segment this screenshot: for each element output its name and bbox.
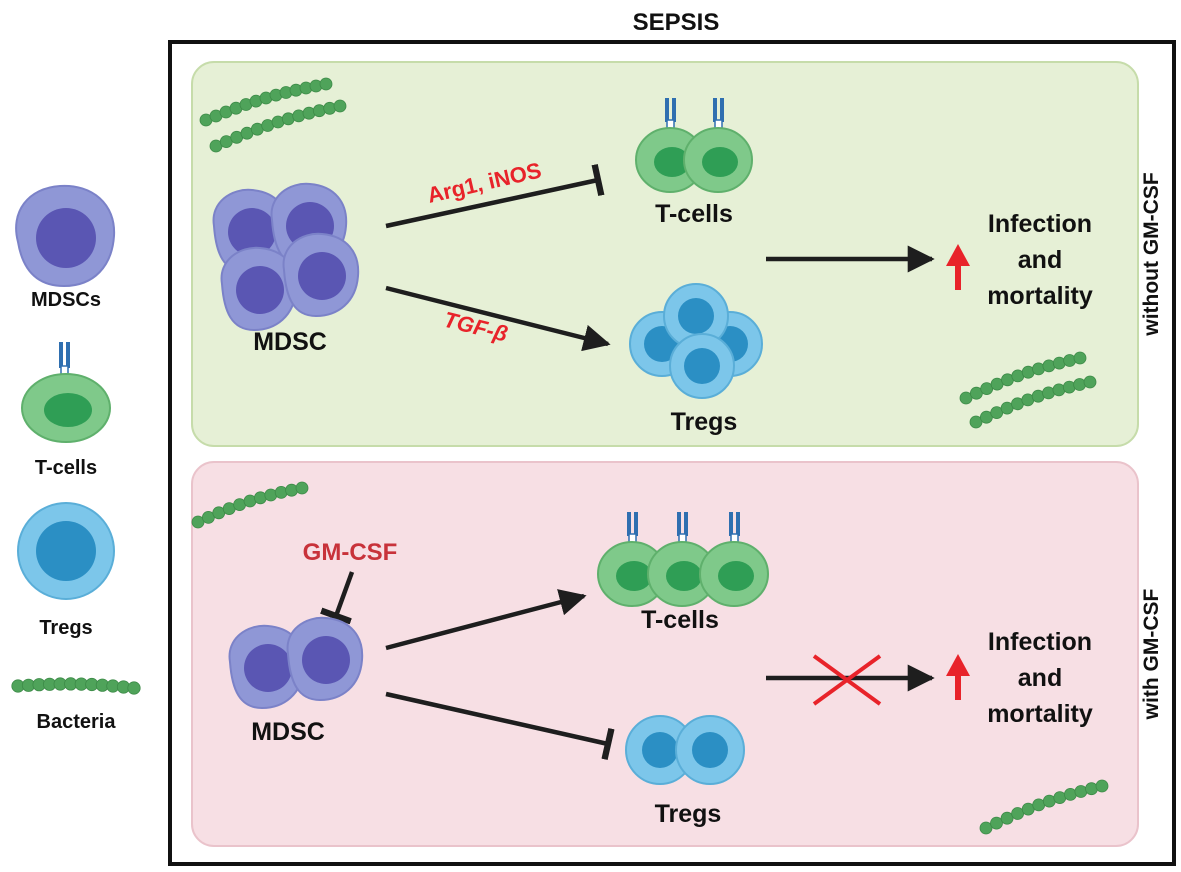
mdsc-label-top: MDSC: [253, 328, 327, 356]
inhibit-arrow-bottom: [385, 691, 615, 761]
bacteria-bead: [1095, 779, 1109, 793]
bacteria-cluster-bottom-left: [191, 481, 309, 529]
t-cells-top: [635, 98, 753, 193]
bacteria-bead: [969, 415, 983, 429]
side-label-without: without GM-CSF: [1140, 172, 1163, 336]
bacteria-bead: [1064, 788, 1077, 801]
bacteria-bead: [1011, 807, 1024, 820]
bacteria-bead: [979, 821, 993, 835]
treg-cell-icon: [17, 502, 115, 600]
bacteria-bead: [264, 488, 278, 502]
bacteria-bead: [990, 816, 1003, 830]
outcome-line2-top: and: [1018, 246, 1062, 274]
outcome-line2-bottom: and: [1018, 664, 1062, 692]
label-gm-csf: GM-CSF: [303, 539, 398, 566]
tregs-cluster-top: [629, 283, 763, 399]
bacteria-bead: [1063, 354, 1076, 367]
main-frame: [168, 40, 1176, 866]
tcells-label-top: T-cells: [655, 200, 733, 228]
bacteria-cluster-top-right: [959, 351, 1097, 429]
red-up-arrow-bottom: [946, 654, 970, 700]
bacteria-bead: [333, 99, 347, 113]
bacteria-bead: [959, 391, 973, 405]
bacteria-bead: [1032, 798, 1046, 812]
bacteria-cluster-bottom-right: [979, 779, 1109, 835]
bacteria-icon: [11, 677, 141, 695]
inhibit-arrow-top: [385, 163, 605, 229]
mdsc-cluster-top: [212, 182, 360, 332]
bacteria-bead: [319, 77, 333, 91]
gmcsf-inhibit-line: [320, 571, 355, 625]
activate-arrow-bottom: [385, 589, 587, 651]
t-cell-icon: [21, 342, 111, 443]
side-label-with: with GM-CSF: [1140, 589, 1163, 721]
bacteria-bead: [1074, 785, 1088, 798]
red-cross-block-icon: [812, 654, 882, 706]
legend: MDSCs T-cells Tregs Bacteria: [11, 184, 141, 733]
legend-label-bacteria: Bacteria: [37, 711, 117, 733]
mdsc-cell-icon: [15, 184, 116, 288]
tregs-label-top: Tregs: [671, 408, 738, 436]
mdsc-pair-bottom: [228, 616, 364, 710]
bacteria-bead: [127, 681, 141, 695]
outcome-line3-bottom: mortality: [987, 700, 1093, 728]
tregs-label-bottom: Tregs: [655, 800, 722, 828]
outcome-line1-bottom: Infection: [988, 628, 1092, 656]
bacteria-bead: [295, 481, 309, 495]
bacteria-bead: [312, 104, 326, 118]
legend-label-tregs: Tregs: [39, 617, 92, 639]
bacteria-bead: [274, 485, 288, 499]
bacteria-cluster-top-left: [199, 77, 347, 153]
legend-label-tcells: T-cells: [35, 457, 97, 479]
bacteria-bead: [1053, 791, 1067, 804]
bacteria-bead: [1073, 351, 1087, 365]
mdsc-label-bottom: MDSC: [251, 718, 325, 746]
red-up-arrow-top: [946, 244, 970, 290]
bacteria-bead: [285, 483, 299, 497]
panel-with-gmcsf: [191, 461, 1139, 847]
tregs-pair-bottom: [625, 715, 745, 785]
bacteria-bead: [1000, 811, 1014, 825]
bacteria-bead: [1083, 375, 1097, 389]
diagram-title: SEPSIS: [633, 9, 720, 36]
legend-label-mdscs: MDSCs: [31, 289, 101, 311]
activate-arrow-top: [385, 285, 611, 352]
tcells-label-bottom: T-cells: [641, 606, 719, 634]
outcome-line3-top: mortality: [987, 282, 1093, 310]
outcome-line1-top: Infection: [988, 210, 1092, 238]
t-cells-bottom: [597, 512, 769, 607]
panel-without-gmcsf: [191, 61, 1139, 447]
bacteria-bead: [1085, 782, 1098, 796]
bacteria-bead: [1073, 378, 1086, 391]
